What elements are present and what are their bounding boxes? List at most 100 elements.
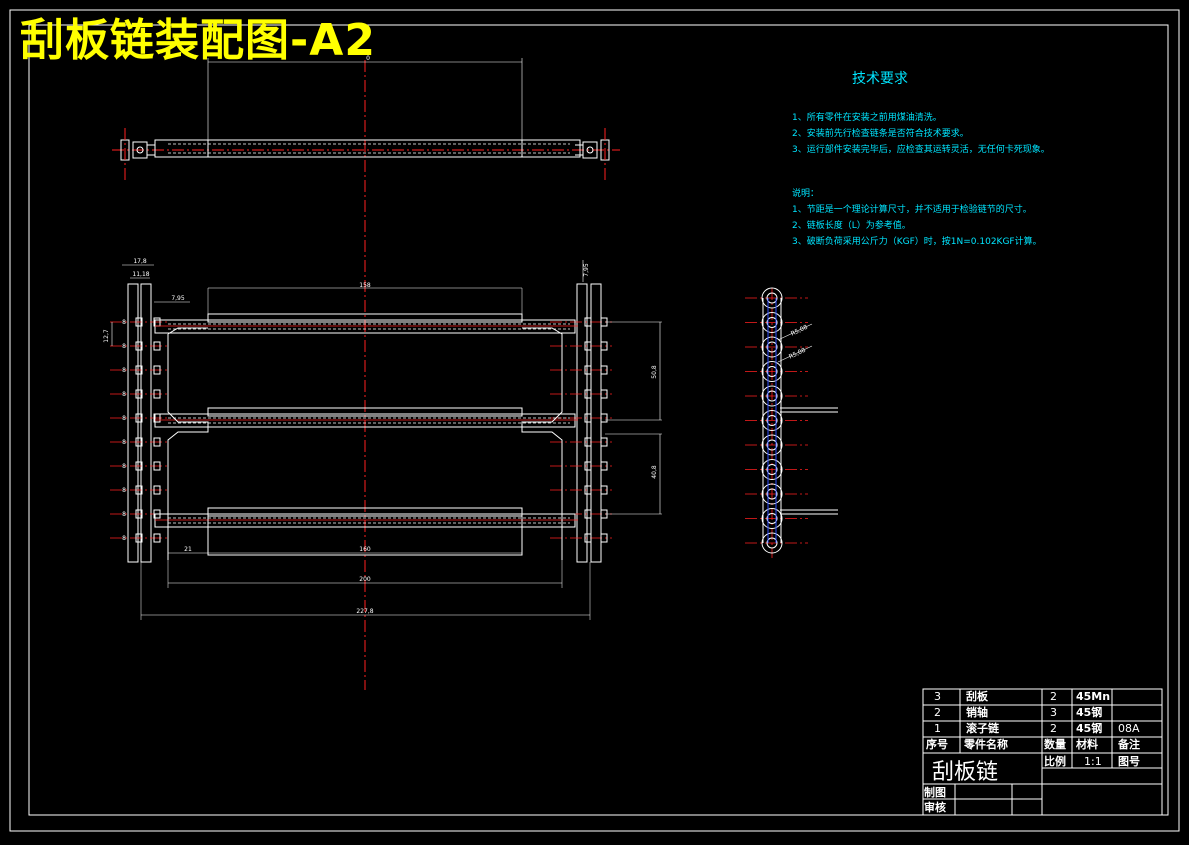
right-roller-2 xyxy=(584,365,592,375)
dim-21: 21 xyxy=(184,546,192,553)
dimension-labels: 0888888888815817,811,187,9512,77,9550,84… xyxy=(103,55,809,615)
right-roller-6 xyxy=(584,461,592,471)
side-link-outer-4 xyxy=(761,385,783,407)
tech-requirement-2: 2、安装前先行检查链条是否符合技术要求。 xyxy=(792,129,969,139)
right-roller-5 xyxy=(584,437,592,447)
tb-row-1-name: 滚子链 xyxy=(966,722,999,735)
tb-scale-label: 比例 xyxy=(1044,755,1066,768)
left-pin-mark-3: 8 xyxy=(122,391,126,398)
side-link-outer-2 xyxy=(761,336,783,358)
right-roller-b-6 xyxy=(600,461,608,471)
left-roller-b-6 xyxy=(153,461,161,471)
side-roller-1 xyxy=(766,317,778,328)
dim-r5-08: R5,08 xyxy=(790,324,809,338)
dim-40-8: 40,8 xyxy=(651,465,658,479)
right-roller-9 xyxy=(584,533,592,543)
side-roller-9 xyxy=(766,513,778,524)
dim-r5-08b: R5,08 xyxy=(788,347,807,361)
left-pin-mark-9: 8 xyxy=(122,535,126,542)
side-link-outer-1 xyxy=(761,312,783,333)
scraper-0 xyxy=(154,319,576,334)
side-roller-4 xyxy=(766,390,778,402)
dim-50-8: 50,8 xyxy=(651,365,658,379)
tech-requirement-1: 1、所有零件在安装之前用煤油清洗。 xyxy=(792,113,942,123)
left-pin-mark-5: 8 xyxy=(122,439,126,446)
right-roller-1 xyxy=(584,341,592,351)
side-link-outer-8 xyxy=(761,483,783,505)
scraper-body-outline xyxy=(167,327,563,520)
side-r-leader-2 xyxy=(777,345,813,363)
left-pin-mark-2: 8 xyxy=(122,367,126,374)
tb-row-1-remark: 08A xyxy=(1118,722,1140,735)
top-view-scraper-bar xyxy=(154,139,581,158)
side-roller-3 xyxy=(766,366,778,377)
scraper-top-1 xyxy=(207,407,523,417)
tb-part-name: 刮板链 xyxy=(932,760,999,785)
right-roller-0 xyxy=(584,317,592,327)
note-1: 1、节距是一个理论计算尺寸，并不适用于检验链节的尺寸。 xyxy=(792,205,1032,215)
left-roller-9 xyxy=(135,533,143,543)
tb-header-material: 材料 xyxy=(1076,738,1098,751)
drawing-title: 刮板链装配图-A2 xyxy=(20,15,376,66)
left-plate-outer xyxy=(127,283,139,563)
side-roller-5 xyxy=(766,415,778,426)
tb-row-2-name: 销轴 xyxy=(966,706,988,719)
note-2: 2、链板长度（L）为参考值。 xyxy=(792,221,911,231)
dim-7-95-r: 7,95 xyxy=(583,263,590,277)
tb-row-3-name: 刮板 xyxy=(966,690,988,703)
note-3: 3、破断负荷采用公斤力（KGF）时，按1N=0.102KGF计算。 xyxy=(792,237,1042,247)
side-link-outer-10 xyxy=(761,532,783,554)
title-block-grid xyxy=(922,688,1163,816)
top-pin-1 xyxy=(586,146,594,154)
left-pin-mark-1: 8 xyxy=(122,343,126,350)
side-link-outer-0 xyxy=(761,287,783,309)
scraper-1 xyxy=(154,413,576,428)
side-roller-0 xyxy=(766,292,778,304)
dim-11-18: 11,18 xyxy=(132,271,149,278)
side-link-outer-9 xyxy=(761,508,783,529)
left-roller-1 xyxy=(135,341,143,351)
left-roller-4 xyxy=(135,413,143,423)
side-roller-7 xyxy=(766,464,778,475)
right-roller-b-1 xyxy=(600,341,608,351)
left-roller-b-2 xyxy=(153,365,161,375)
tb-header-remark: 备注 xyxy=(1118,738,1140,751)
left-roller-b-1 xyxy=(153,341,161,351)
side-roller-8 xyxy=(766,488,778,500)
tb-row-3-material: 45Mn xyxy=(1076,690,1111,703)
left-roller-b-7 xyxy=(153,485,161,495)
side-link-outer-6 xyxy=(761,434,783,456)
left-pin-mark-0: 8 xyxy=(122,319,126,326)
tb-row-2-no: 2 xyxy=(934,706,941,719)
side-link-outer-7 xyxy=(761,459,783,480)
left-roller-8 xyxy=(135,509,143,519)
tb-header-qty: 数量 xyxy=(1044,738,1066,751)
scraper-2 xyxy=(154,513,576,528)
left-roller-b-5 xyxy=(153,437,161,447)
left-plate-inner xyxy=(140,283,152,563)
dim-200: 200 xyxy=(359,576,371,583)
tb-row-2-qty: 3 xyxy=(1050,706,1057,719)
right-roller-b-4 xyxy=(600,413,608,423)
side-link-outer-5 xyxy=(761,410,783,431)
top-link-1 xyxy=(582,141,598,159)
assembly-geometry xyxy=(110,58,838,690)
left-pin-mark-4: 8 xyxy=(122,415,126,422)
tb-header-no: 序号 xyxy=(926,738,948,751)
side-r-leader-1 xyxy=(777,323,813,341)
side-roller-10 xyxy=(766,537,778,549)
tech-requirement-3: 3、运行部件安装完毕后，应检查其运转灵活，无任何卡死现象。 xyxy=(792,145,1050,155)
tb-row-1-no: 1 xyxy=(934,722,941,735)
dim-7-95: 7,95 xyxy=(171,295,185,302)
right-roller-b-9 xyxy=(600,533,608,543)
left-pin-mark-8: 8 xyxy=(122,511,126,518)
tb-header-name: 零件名称 xyxy=(964,738,1008,751)
left-roller-b-9 xyxy=(153,533,161,543)
tb-row-1-qty: 2 xyxy=(1050,722,1057,735)
tech-requirements-heading: 技术要求 xyxy=(852,71,908,87)
tb-row-3-no: 3 xyxy=(934,690,941,703)
notes-heading: 说明： xyxy=(792,189,820,199)
dim-160: 160 xyxy=(359,546,371,553)
left-roller-6 xyxy=(135,461,143,471)
